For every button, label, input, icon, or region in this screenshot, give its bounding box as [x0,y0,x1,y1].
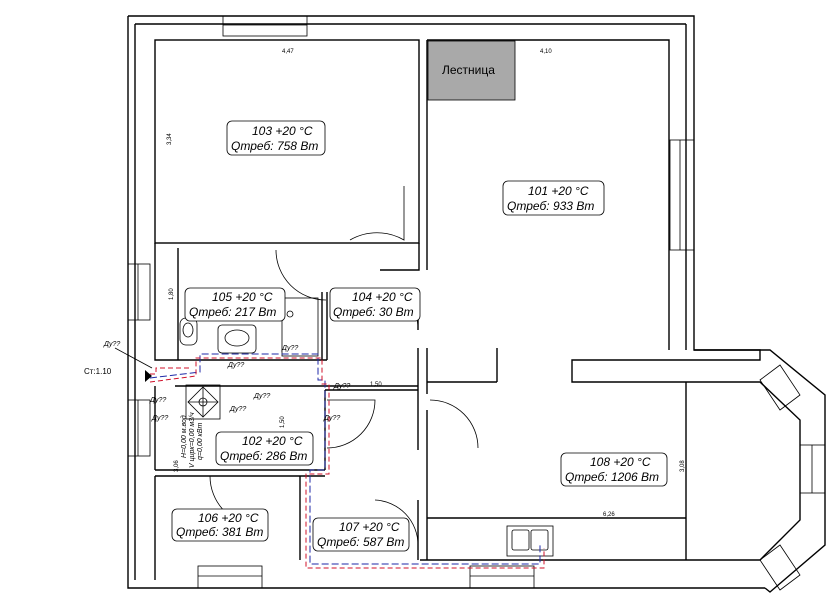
room-107-name: 107 +20 °C [339,520,400,534]
room-101-name: 101 +20 °C [528,184,589,198]
dim-626: 6,26 [603,512,615,518]
room-102: 102 +20 °C Qтреб: 286 Вт [215,431,314,466]
room-101-load: Qтреб: 933 Вт [507,199,594,213]
dim-150-vertical: 1,50 [280,416,286,428]
room-104-name: 104 +20 °C [352,290,413,304]
outer-walls [127,15,826,593]
bathroom-fixtures [179,297,554,557]
stair-label: Лестница [442,63,495,77]
room-107-load: Qтреб: 587 Вт [317,535,404,549]
dim-447: 4,47 [282,49,294,55]
toilet [179,317,198,346]
room-104-load: Qтреб: 30 Вт [333,305,414,319]
room-106-name: 106 +20 °C [198,511,259,525]
pipe-tag-8: Ду?? [323,415,340,422]
room-102-load: Qтреб: 286 Вт [220,449,307,463]
windows [127,15,826,591]
boiler-box [185,384,221,420]
dim-410: 4,10 [540,49,552,55]
room-106-load: Qтреб: 381 Вт [176,525,263,539]
room-103-name: 103 +20 °C [252,124,313,138]
room-103-load: Qтреб: 758 Вт [231,139,318,153]
dim-306: 3,06 [174,460,180,472]
washbasin [217,324,257,354]
interior-walls [154,39,687,580]
room-104: 104 +20 °C Qтреб: 30 Вт [329,287,421,322]
kitchen-sink [506,525,554,557]
pipe-tag-4: Ду?? [151,415,168,422]
boiler: V цирк=0,00 м3/ч H=0,00 м.вод q=0,00 кВт [180,384,221,468]
room-108-load: Qтреб: 1206 Вт [565,470,659,484]
pipe-tag-1: Ду?? [103,341,120,348]
room-107: 107 +20 °C Qтреб: 587 Вт [312,517,410,552]
shower-tray [281,297,319,357]
room-108-name: 108 +20 °C [590,455,651,469]
pipe-tag-9: Ду?? [281,345,298,352]
room-105: 105 +20 °C Qтреб: 217 Вт [184,287,286,322]
heating-pipes [149,353,545,569]
return-pipe [149,353,541,565]
pipe-tag-5: Ду?? [229,406,246,413]
boiler-note-1: V цирк=0,00 м3/ч [189,412,196,468]
pipe-annotations: Ст:1.10 Ду?? Ду?? Ду?? Ду?? Ду?? Ду?? Ду… [84,341,350,422]
boiler-note-2: H=0,00 м.вод [180,415,188,458]
supply-pipe [149,357,545,569]
room-106: 106 +20 °C Qтреб: 381 Вт [171,508,269,542]
room-103: 103 +20 °C Qтреб: 758 Вт [226,120,326,156]
riser-marker [145,370,152,382]
pipe-tag-3: Ду?? [149,397,166,404]
stair-fill [427,40,516,101]
stair-block: Лестница [427,40,516,101]
pipe-tag-7: Ду?? [333,383,350,390]
room-105-name: 105 +20 °C [212,290,273,304]
pipe-tag-6: Ду?? [253,393,270,400]
dimensions: 4,47 4,10 3,34 1,80 1,50 1,50 6,26 3,08 … [167,49,686,518]
room-101: 101 +20 °C Qтреб: 933 Вт [502,180,605,216]
dim-180: 1,80 [169,288,175,300]
dim-308: 3,08 [680,460,686,472]
room-105-load: Qтреб: 217 Вт [189,305,276,319]
room-labels: 103 +20 °C Qтреб: 758 Вт 101 +20 °C Qтре… [171,120,668,552]
dim-150-horizontal: 1,50 [370,382,382,388]
pipe-tag-2: Ду?? [227,362,244,369]
room-102-name: 102 +20 °C [242,434,303,448]
dim-334: 3,34 [167,133,173,145]
doors [209,186,479,546]
room-108: 108 +20 °C Qтреб: 1206 Вт [560,452,668,487]
boiler-note-3: q=0,00 кВт [197,422,204,460]
riser-label: Ст:1.10 [84,367,112,376]
